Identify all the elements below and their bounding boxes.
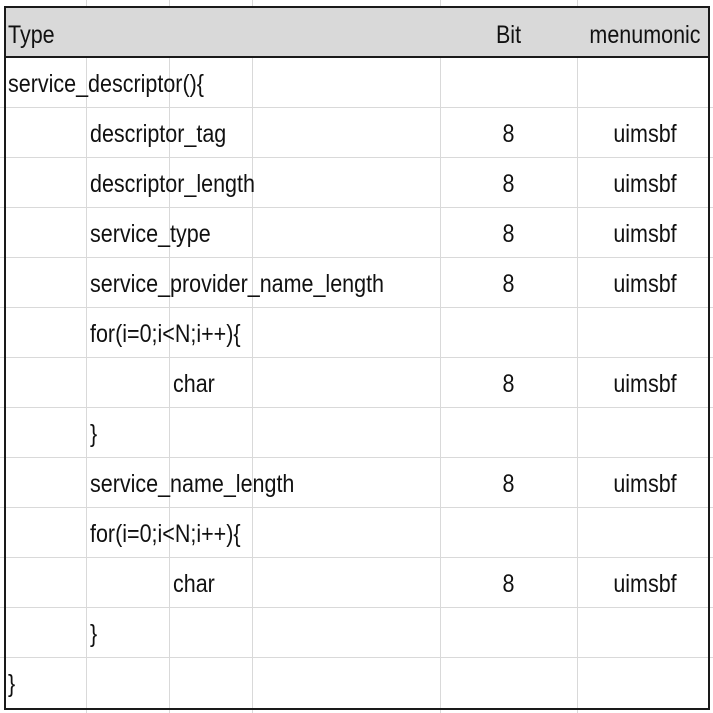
row-divider <box>0 207 713 208</box>
row-mnemonic-value[interactable]: uimsbf <box>613 120 677 148</box>
row-field-name[interactable]: descriptor_tag <box>90 120 227 148</box>
row-field-name[interactable]: char <box>173 370 215 398</box>
row-bit-value[interactable]: 8 <box>502 270 515 298</box>
row-bit-value[interactable]: 8 <box>502 470 515 498</box>
row-field-name[interactable]: } <box>8 670 16 698</box>
row-divider <box>0 307 713 308</box>
row-divider <box>0 557 713 558</box>
row-field-name[interactable]: service_descriptor(){ <box>8 70 204 98</box>
table-border <box>4 6 710 710</box>
row-divider <box>0 607 713 608</box>
header-border <box>4 56 710 58</box>
row-bit-value[interactable] <box>450 659 568 709</box>
row-mnemonic-value[interactable]: uimsbf <box>613 470 677 498</box>
row-field-name[interactable]: descriptor_length <box>90 170 255 198</box>
row-mnemonic-value[interactable] <box>587 509 704 559</box>
row-divider <box>0 107 713 108</box>
row-mnemonic-value[interactable] <box>587 59 704 109</box>
column-divider <box>252 0 253 713</box>
row-bit-value[interactable]: 8 <box>502 570 515 598</box>
row-bit-value[interactable]: 8 <box>502 220 515 248</box>
row-divider <box>0 357 713 358</box>
row-field-name[interactable]: service_type <box>90 220 211 248</box>
row-bit-value[interactable]: 8 <box>502 120 515 148</box>
row-bit-value[interactable] <box>450 309 568 359</box>
row-mnemonic-value[interactable]: uimsbf <box>613 570 677 598</box>
row-bit-value[interactable] <box>450 59 568 109</box>
row-field-name[interactable]: service_provider_name_length <box>90 270 385 298</box>
row-mnemonic-value[interactable]: uimsbf <box>613 170 677 198</box>
row-mnemonic-value[interactable] <box>587 409 704 459</box>
row-divider <box>0 457 713 458</box>
row-divider <box>0 657 713 658</box>
row-divider <box>0 507 713 508</box>
row-mnemonic-value[interactable] <box>587 659 704 709</box>
row-mnemonic-value[interactable] <box>587 609 704 659</box>
row-mnemonic-value[interactable] <box>587 309 704 359</box>
row-bit-value[interactable] <box>450 509 568 559</box>
column-divider <box>440 0 441 713</box>
row-field-name[interactable]: for(i=0;i<N;i++){ <box>90 320 241 348</box>
header-row-background <box>6 8 708 56</box>
column-divider <box>169 0 170 713</box>
row-field-name[interactable]: for(i=0;i<N;i++){ <box>90 520 241 548</box>
row-bit-value[interactable] <box>450 609 568 659</box>
row-bit-value[interactable] <box>450 409 568 459</box>
row-field-name[interactable]: } <box>90 620 98 648</box>
row-divider <box>0 157 713 158</box>
column-divider <box>577 0 578 713</box>
row-bit-value[interactable]: 8 <box>502 170 515 198</box>
row-field-name[interactable]: char <box>173 570 215 598</box>
column-divider <box>86 0 87 713</box>
header-type[interactable]: Type <box>8 21 55 49</box>
row-divider <box>0 257 713 258</box>
header-mnemonic[interactable]: menumonic <box>589 21 701 49</box>
row-mnemonic-value[interactable]: uimsbf <box>613 370 677 398</box>
row-field-name[interactable]: service_name_length <box>90 470 295 498</box>
row-mnemonic-value[interactable]: uimsbf <box>613 220 677 248</box>
row-field-name[interactable]: } <box>90 420 98 448</box>
row-mnemonic-value[interactable]: uimsbf <box>613 270 677 298</box>
row-divider <box>0 407 713 408</box>
row-bit-value[interactable]: 8 <box>502 370 515 398</box>
header-bit[interactable]: Bit <box>495 21 522 49</box>
